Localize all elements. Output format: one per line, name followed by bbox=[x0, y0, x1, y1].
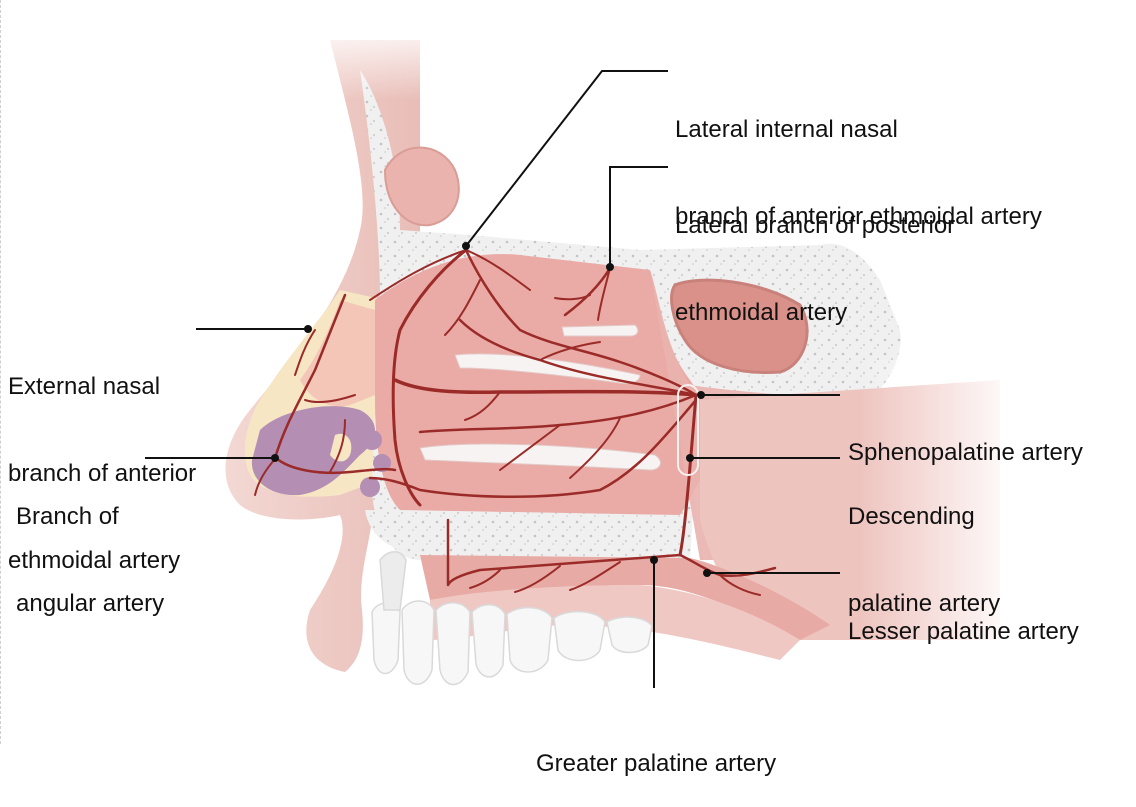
pointer-dot-lateral-internal-nasal bbox=[462, 242, 470, 250]
label-line: Sphenopalatine artery bbox=[848, 439, 1083, 466]
label-line: Lateral internal nasal bbox=[675, 116, 898, 143]
pointer-dot-external-nasal bbox=[304, 325, 312, 333]
nasal-cavity-diagram bbox=[145, 20, 1020, 688]
pointer-dot-greater-palatine bbox=[650, 556, 658, 564]
sphenopalatine-trunk bbox=[393, 378, 698, 397]
label-line: branch of anterior ethmoidal artery bbox=[675, 203, 1042, 230]
left-edge-divider bbox=[0, 0, 1, 744]
label-line: branch of anterior bbox=[8, 460, 197, 487]
leader-lateral-posterior-ethmoidal bbox=[609, 166, 668, 267]
leader-lateral-internal-nasal bbox=[465, 70, 668, 247]
label-greater-palatine: Greater palatine artery bbox=[536, 691, 776, 807]
label-line: ethmoidal artery bbox=[8, 547, 181, 574]
leader-lines bbox=[145, 70, 840, 688]
pointer-dot-sphenopalatine bbox=[697, 391, 705, 399]
label-line: Descending bbox=[848, 503, 975, 530]
label-lateral-internal-nasal: Lateral internal nasal branch of anterio… bbox=[675, 57, 1042, 260]
label-line: ethmoidal artery bbox=[675, 299, 848, 326]
label-descending-palatine: Descending palatine artery bbox=[848, 444, 1000, 647]
label-line: angular artery bbox=[16, 590, 165, 617]
label-external-nasal: External nasal branch of anterior ethmoi… bbox=[8, 314, 196, 604]
label-sphenopalatine: Sphenopalatine artery bbox=[848, 380, 1083, 496]
pointer-dot-descending-palatine bbox=[686, 454, 694, 462]
label-line: Lesser palatine artery bbox=[848, 618, 1079, 645]
label-lesser-palatine: Lesser palatine artery bbox=[848, 559, 1079, 675]
label-lateral-posterior-ethmoidal: Lateral branch of posterior ethmoidal ar… bbox=[675, 153, 955, 356]
pointer-dot-lateral-posterior-ethmoidal bbox=[606, 263, 614, 271]
label-line: palatine artery bbox=[848, 590, 1001, 617]
pointer-dot-angular bbox=[271, 454, 279, 462]
label-line: Greater palatine artery bbox=[536, 750, 777, 777]
label-angular: Branch of angular artery bbox=[16, 444, 164, 647]
teeth bbox=[371, 551, 653, 686]
label-line: Branch of bbox=[16, 503, 119, 530]
label-line: Lateral branch of posterior bbox=[675, 212, 956, 239]
pointer-dot-lesser-palatine bbox=[703, 569, 711, 577]
arteries bbox=[254, 248, 777, 596]
label-line: External nasal bbox=[8, 373, 161, 400]
